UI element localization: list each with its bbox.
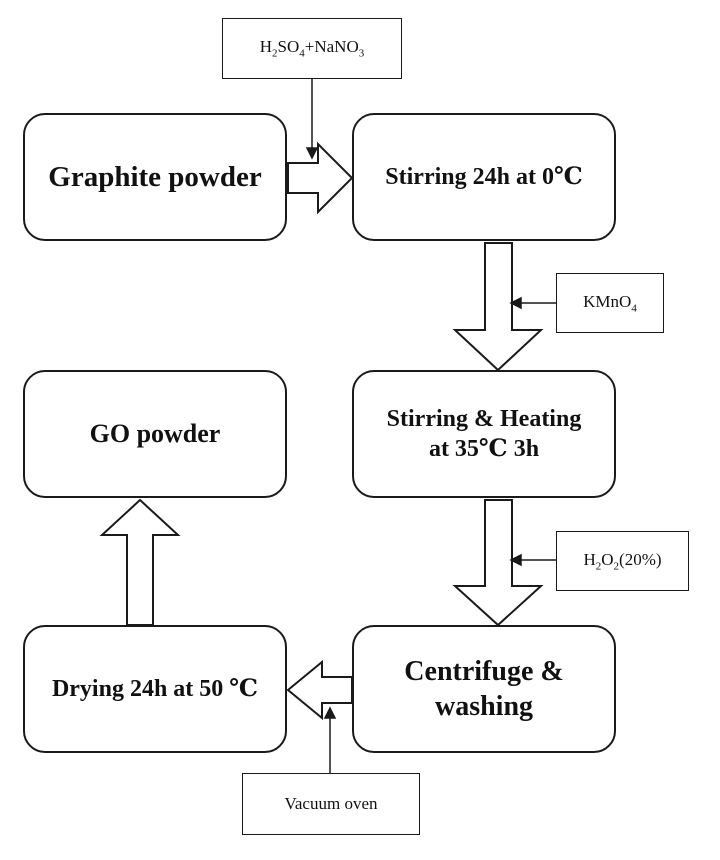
centrifuge-label-line2: washing bbox=[434, 691, 534, 722]
stirring-cold-label: Stirring 24h at 0℃ bbox=[385, 164, 583, 190]
reagent-acids-label: H2SO4+NaNO3 bbox=[259, 37, 365, 60]
arrow-graphite-to-stirring bbox=[287, 141, 354, 215]
centrifuge-washing-box: Centrifuge & washing bbox=[352, 625, 616, 753]
stirring-cold-box: Stirring 24h at 0℃ bbox=[352, 113, 616, 241]
reagent-vacuum-label: Vacuum oven bbox=[284, 794, 378, 813]
go-powder-box: GO powder bbox=[23, 370, 287, 498]
centrifuge-label-line1: Centrifuge & bbox=[404, 656, 564, 687]
graphite-powder-label: Graphite powder bbox=[48, 160, 262, 193]
reagent-arrowhead-kmno4 bbox=[509, 296, 522, 310]
arrow-centrifuge-to-drying bbox=[286, 659, 353, 721]
drying-label: Drying 24h at 50 ℃ bbox=[51, 676, 259, 702]
reagent-kmno4-label: KMnO4 bbox=[583, 291, 637, 315]
reagent-arrowhead-vacuum bbox=[323, 706, 337, 719]
arrow-heating-to-centrifuge bbox=[452, 499, 544, 627]
stirring-heating-label-line1: Stirring & Heating bbox=[386, 406, 582, 432]
stirring-heating-box: Stirring & Heating at 35℃ 3h bbox=[352, 370, 616, 498]
reagent-acids-box: H2SO4+NaNO3 bbox=[222, 18, 402, 79]
reagent-kmno4-box: KMnO4 bbox=[556, 273, 664, 333]
reagent-vacuum-box: Vacuum oven bbox=[242, 773, 420, 835]
reagent-h2o2-box: H2O2(20%) bbox=[556, 531, 689, 591]
stirring-heating-label-line2: at 35℃ 3h bbox=[428, 436, 540, 462]
reagent-h2o2-label: H2O2(20%) bbox=[583, 549, 662, 573]
arrow-stirring-to-heating bbox=[452, 242, 544, 372]
reagent-arrowhead-acids bbox=[305, 147, 319, 160]
graphite-powder-box: Graphite powder bbox=[23, 113, 287, 241]
arrow-drying-to-go bbox=[99, 498, 181, 626]
drying-box: Drying 24h at 50 ℃ bbox=[23, 625, 287, 753]
reagent-arrowhead-h2o2 bbox=[509, 553, 522, 567]
go-powder-label: GO powder bbox=[89, 418, 221, 448]
